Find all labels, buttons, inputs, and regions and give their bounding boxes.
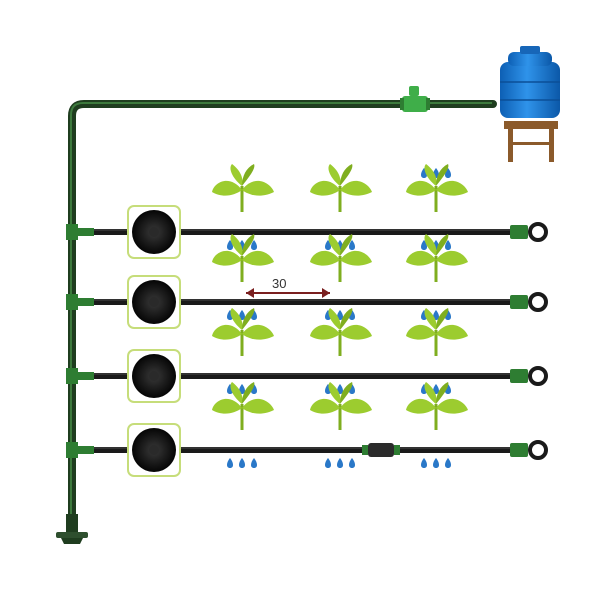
tank-stand <box>504 121 558 162</box>
water-drop-icon <box>421 240 451 250</box>
drip-line <box>66 234 548 329</box>
seedling-icon <box>212 164 274 212</box>
seedling-icon <box>310 234 372 282</box>
seedling-icon <box>310 308 372 356</box>
inline-coupler-icon <box>362 443 400 457</box>
water-drop-icon <box>325 458 355 468</box>
seedling-icon <box>310 382 372 430</box>
spacing-label: 30 <box>272 276 286 291</box>
drip-line <box>66 164 548 259</box>
seedling-icon <box>406 308 468 356</box>
drip-tape-spool-icon <box>127 349 181 403</box>
drip-lines <box>66 164 548 477</box>
drip-tape-spool-icon <box>127 205 181 259</box>
tee-fitting-icon <box>66 368 78 384</box>
seedling-icon <box>212 308 274 356</box>
end-cap-icon <box>510 292 548 312</box>
end-cap-icon <box>510 366 548 386</box>
main-supply-pipe <box>68 100 497 522</box>
end-cap-icon <box>510 440 548 460</box>
drip-tape-spool-icon <box>127 423 181 477</box>
water-tank-icon <box>500 46 560 118</box>
drip-tape-spool-icon <box>127 275 181 329</box>
ball-valve-icon[interactable] <box>400 86 430 112</box>
seedling-icon <box>212 234 274 282</box>
seedling-icon <box>406 164 468 212</box>
tee-fitting-icon <box>66 224 78 240</box>
tee-fitting-icon <box>66 294 78 310</box>
tee-fitting-icon <box>66 442 78 458</box>
seedling-icon <box>310 164 372 212</box>
seedling-icon <box>406 234 468 282</box>
seedling-icon <box>212 382 274 430</box>
drip-line <box>66 308 548 403</box>
end-cap-icon <box>510 222 548 242</box>
water-drop-icon <box>227 458 257 468</box>
spacing-arrow <box>246 288 330 298</box>
water-drop-icon <box>421 458 451 468</box>
main-end-cap-icon <box>56 514 88 544</box>
drip-line <box>66 382 548 477</box>
seedling-icon <box>406 382 468 430</box>
